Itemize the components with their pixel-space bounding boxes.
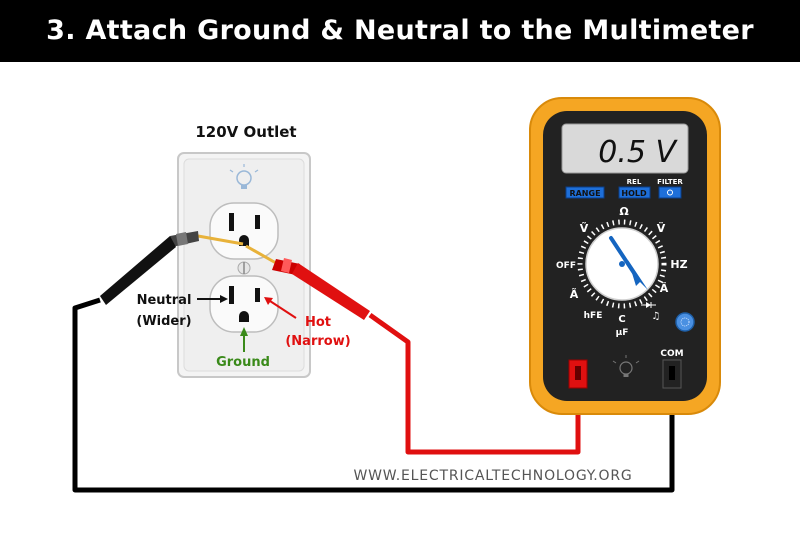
black-wire [72,297,675,493]
dial-uf-label: μF [616,328,629,338]
title-bar: 3. Attach Ground & Neutral to the Multim… [0,0,800,62]
dial-hz-label: HZ [670,258,687,271]
dial-vdc-label: V̈ [657,222,666,235]
range-button[interactable]: RANGE [565,186,605,199]
adjust-knob-icon[interactable] [675,312,695,332]
lcd-display [561,123,689,174]
diode-icon [641,302,656,308]
dial-aac-label: Ã [570,288,579,301]
red-probe [245,244,370,320]
dial-pointer [609,236,648,290]
top-receptacle [209,202,279,260]
dial-c-label: C [618,314,625,325]
ground-arrow-icon [240,327,248,352]
filter-gear-icon [667,189,673,196]
com-input-jack [662,359,682,389]
continuity-icon: ♫ [652,311,661,322]
dial-tick-ring [577,219,667,309]
hold-button[interactable]: HOLD [618,186,651,199]
bottom-hot-slot [255,288,260,302]
dial-ohm-label: Ω [619,205,629,218]
filter-label: FILTER [657,178,683,186]
display-reading: 0.5 V [598,135,678,170]
page-title: 3. Attach Ground & Neutral to the Multim… [46,15,754,46]
meter-bulb-logo-icon [612,355,640,377]
rel-label: REL [627,178,642,186]
hot-label: Hot [305,315,331,330]
hot-arrow-icon [264,297,297,319]
multimeter: 0.5 V REL FILTER RANGE HOLD Ω Ṽ V̈ OFF H… [529,97,721,415]
com-label: COM [660,349,683,359]
black-probe [100,231,244,305]
outlet-label: 120V Outlet [195,123,296,141]
ground-label: Ground [216,355,270,370]
hot-narrow-label: (Narrow) [285,334,350,349]
dial-vac-label: Ṽ [580,222,589,235]
top-hot-slot [255,215,260,229]
hold-button-label: HOLD [621,189,647,198]
filter-button[interactable] [658,186,682,199]
wall-outlet [177,152,311,378]
red-input-jack [568,359,588,389]
top-neutral-slot [229,213,234,231]
website-watermark: WWW.ELECTRICALTECHNOLOGY.ORG [353,468,632,484]
bottom-ground-hole [239,311,249,322]
range-button-label: RANGE [569,189,600,198]
dial-adc-label: Ä [660,281,669,295]
bottom-neutral-slot [229,286,234,304]
neutral-arrow-icon [197,295,228,303]
red-wire [368,312,581,455]
bulb-logo-icon [229,164,259,189]
dial-hfe-label: hFE [584,311,603,321]
neutral-wider-label: (Wider) [136,314,191,329]
neutral-label: Neutral [137,293,192,308]
dial-off-label: OFF [556,261,576,271]
